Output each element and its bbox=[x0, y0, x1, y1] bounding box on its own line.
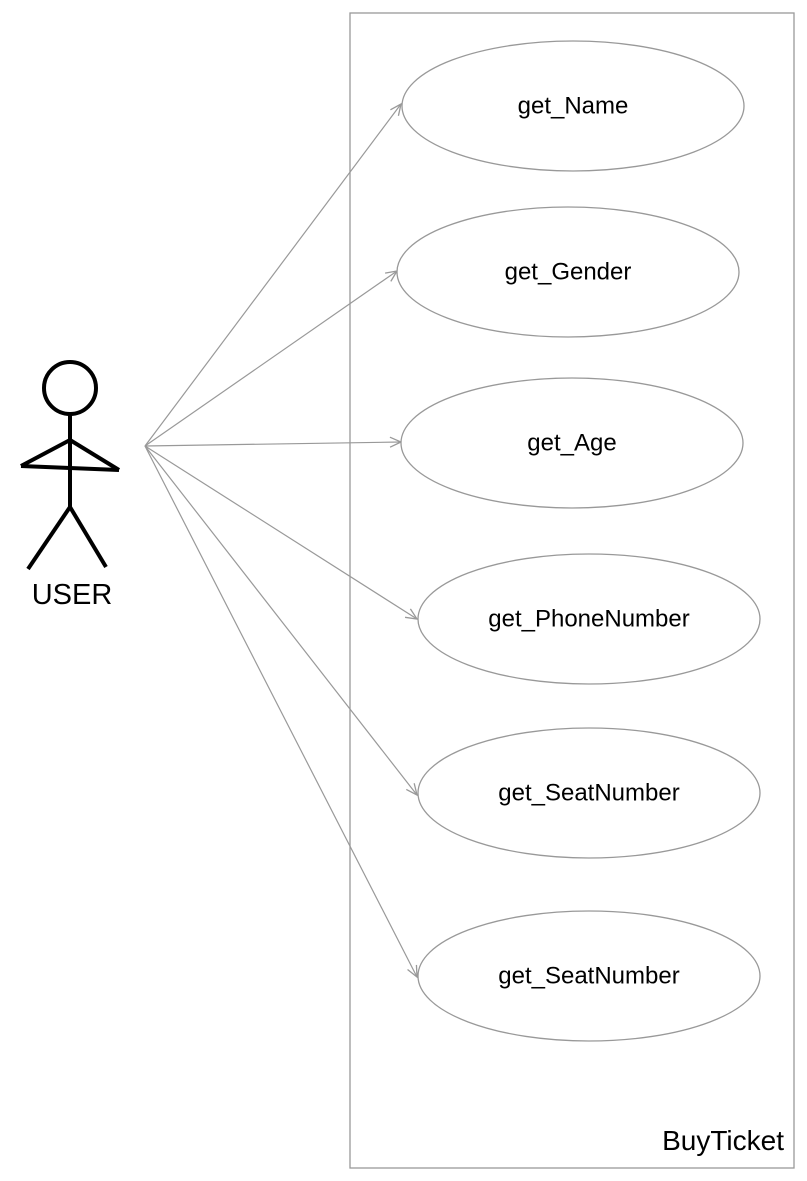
association-get-seatnumber-2 bbox=[144, 445, 418, 979]
use-case-get-age: get_Age bbox=[400, 377, 744, 509]
use-case-get-gender: get_Gender bbox=[396, 206, 740, 338]
use-case-label: get_Age bbox=[527, 430, 616, 457]
use-case-label: get_SeatNumber bbox=[498, 963, 679, 990]
use-case-label: get_SeatNumber bbox=[498, 780, 679, 807]
actor-user bbox=[20, 360, 121, 571]
system-boundary bbox=[349, 12, 795, 1169]
actor-head bbox=[42, 360, 98, 416]
actor-leg-right bbox=[68, 505, 108, 569]
actor-label: USER bbox=[32, 579, 113, 611]
associations bbox=[144, 102, 419, 979]
actor-arms bbox=[20, 464, 120, 472]
use-case-get-name: get_Name bbox=[401, 40, 745, 172]
use-case-label: get_PhoneNumber bbox=[488, 606, 689, 633]
association-get-gender bbox=[144, 270, 399, 447]
use-case-get-seatnumber-2: get_SeatNumber bbox=[417, 910, 761, 1042]
use-case-get-phonenumber: get_PhoneNumber bbox=[417, 553, 761, 685]
actor-leg-left bbox=[26, 505, 72, 571]
association-get-age bbox=[144, 436, 403, 448]
association-get-name bbox=[144, 102, 402, 447]
use-case-get-seatnumber-1: get_SeatNumber bbox=[417, 727, 761, 859]
use-case-label: get_Name bbox=[518, 93, 629, 120]
association-get-seatnumber-1 bbox=[144, 445, 418, 797]
use-case-label: get_Gender bbox=[505, 259, 632, 286]
association-get-phonenumber bbox=[144, 445, 419, 620]
system-label: BuyTicket bbox=[662, 1125, 784, 1156]
actor-arm-left bbox=[20, 438, 71, 468]
actor-arm-right bbox=[68, 438, 121, 472]
